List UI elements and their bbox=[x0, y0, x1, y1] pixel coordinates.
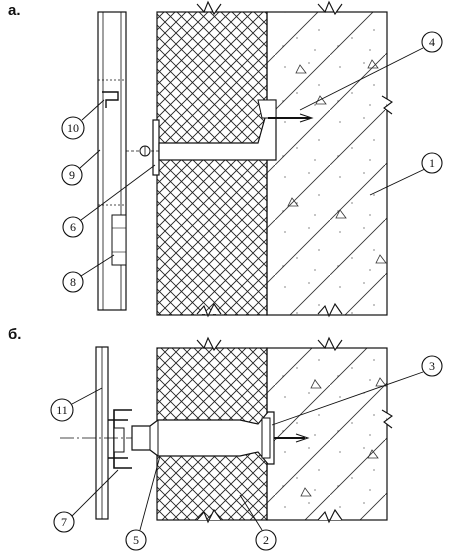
break-lines-a bbox=[196, 0, 393, 318]
callout-9-label: 9 bbox=[69, 168, 75, 182]
guide-profile-b bbox=[108, 409, 132, 469]
break-lines-b bbox=[196, 336, 393, 524]
callout-2-label: 2 bbox=[263, 533, 269, 547]
callout-10: 10 bbox=[61, 99, 105, 140]
panel-b bbox=[60, 336, 393, 524]
callout-11-label: 11 bbox=[56, 403, 68, 417]
insulation-a bbox=[156, 11, 268, 316]
callout-3-label: 3 bbox=[429, 359, 435, 373]
callout-10-label: 10 bbox=[67, 121, 79, 135]
callout-4: 4 bbox=[299, 31, 443, 111]
callout-1: 1 bbox=[369, 152, 443, 196]
callout-8-label: 8 bbox=[70, 275, 76, 289]
callout-7-label: 7 bbox=[61, 515, 67, 529]
panel-b-label: б. bbox=[8, 326, 22, 343]
clip-a bbox=[102, 91, 119, 108]
callout-3: 3 bbox=[271, 355, 443, 426]
callout-7: 7 bbox=[53, 469, 119, 533]
callout-1-label: 1 bbox=[429, 156, 435, 170]
bracket-assembly-b bbox=[60, 411, 310, 465]
wall-a bbox=[266, 11, 388, 316]
callout-6-label: 6 bbox=[70, 220, 76, 234]
callout-8: 8 bbox=[62, 254, 115, 293]
callouts: 1 4 10 9 6 8 bbox=[50, 31, 443, 551]
bracket-assembly-a bbox=[126, 99, 314, 176]
callout-4-label: 4 bbox=[429, 35, 435, 49]
cladding-panel-b bbox=[95, 346, 109, 520]
panel-a bbox=[97, 0, 393, 318]
panel-a-label: а. bbox=[8, 2, 21, 19]
callout-6: 6 bbox=[62, 164, 156, 238]
callout-11: 11 bbox=[50, 387, 103, 422]
wall-b bbox=[266, 347, 388, 521]
callout-2: 2 bbox=[239, 494, 277, 551]
callout-5-label: 5 bbox=[133, 533, 139, 547]
callout-9: 9 bbox=[61, 149, 101, 186]
callout-5: 5 bbox=[125, 455, 161, 551]
vertical-profile-a bbox=[111, 214, 127, 266]
